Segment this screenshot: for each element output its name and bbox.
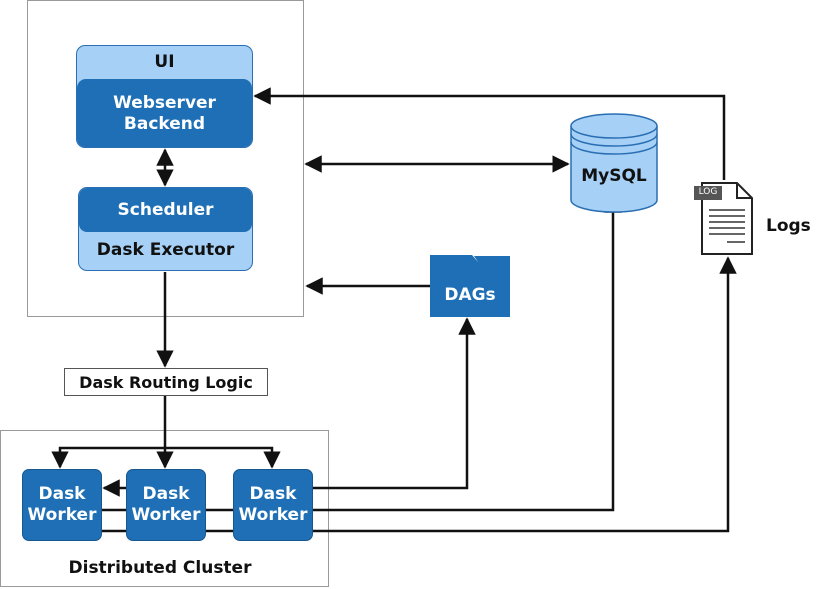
dags-folder-icon <box>430 255 510 317</box>
mysql-label: MySQL <box>581 166 647 186</box>
dask-routing-logic-box: Dask Routing Logic <box>64 368 268 396</box>
worker-split-line <box>51 446 281 469</box>
log-file-tag: LOG <box>698 187 718 197</box>
dask-worker-2: Dask Worker <box>126 469 206 541</box>
scheduler-block: Scheduler Dask Executor <box>78 187 253 271</box>
distributed-cluster-label: Distributed Cluster <box>68 558 252 578</box>
logs-to-webserver-line <box>253 87 726 180</box>
workers-to-logs-line <box>313 256 737 533</box>
ui-block: UI Webserver Backend <box>76 45 253 148</box>
dask-routing-logic-label: Dask Routing Logic <box>79 372 253 392</box>
dask-worker-1-label: Dask Worker <box>27 484 97 525</box>
workers-to-mysql-line <box>313 195 622 512</box>
dask-worker-2-label: Dask Worker <box>131 484 201 525</box>
scheduler-header: Scheduler <box>79 188 252 232</box>
dask-worker-1: Dask Worker <box>22 469 102 541</box>
scheduler-label: Scheduler <box>117 200 214 220</box>
log-file-icon <box>694 182 753 255</box>
logs-label: Logs <box>766 216 811 236</box>
dags-label: DAGs <box>444 285 496 305</box>
webserver-backend-block: Webserver Backend <box>77 79 252 147</box>
dask-worker-3: Dask Worker <box>233 469 313 541</box>
ui-label: UI <box>154 52 175 72</box>
webserver-backend-label: Webserver Backend <box>113 93 216 134</box>
workers-to-dags-line <box>313 317 476 490</box>
dask-executor-label: Dask Executor <box>96 240 235 260</box>
dask-worker-3-label: Dask Worker <box>238 484 308 525</box>
mysql-database-icon <box>570 113 658 213</box>
